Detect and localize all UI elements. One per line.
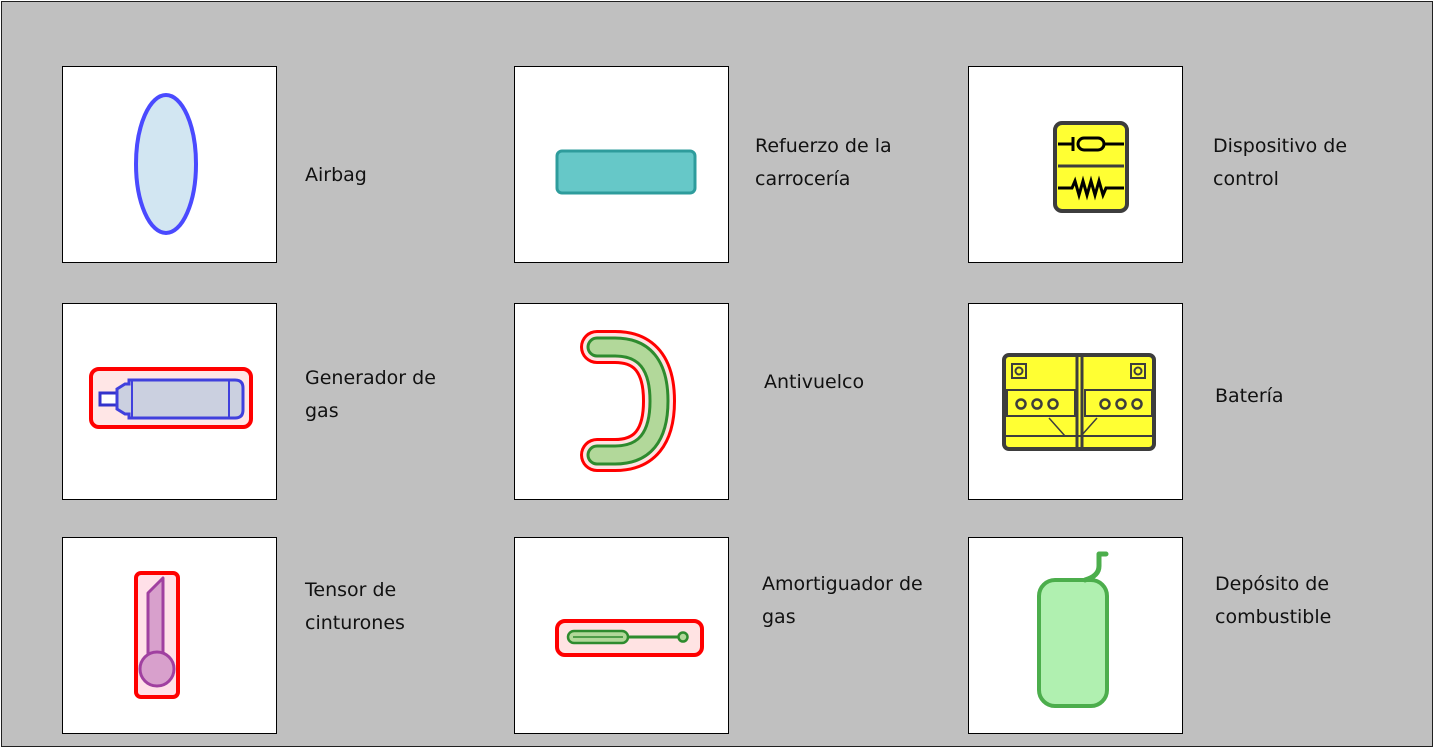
gas-generator-label: Generador de gas bbox=[305, 367, 436, 422]
body-reinforcement-icon bbox=[555, 149, 697, 195]
control-device-label: Dispositivo de control bbox=[1213, 135, 1348, 190]
control-device-box bbox=[968, 66, 1183, 263]
airbag-icon bbox=[134, 93, 198, 235]
battery-icon bbox=[1002, 353, 1156, 451]
belt-tensioner-label: Tensor de cinturones bbox=[305, 579, 405, 634]
gas-generator-box bbox=[62, 303, 277, 500]
gas-damper-label: Amortiguador de gas bbox=[762, 573, 923, 628]
belt-tensioner-icon bbox=[134, 571, 180, 699]
airbag-box bbox=[62, 66, 277, 263]
gas-damper-icon bbox=[555, 619, 704, 657]
belt-tensioner-box bbox=[62, 537, 277, 734]
gas-damper-box bbox=[514, 537, 729, 734]
airbag-label: Airbag bbox=[305, 164, 367, 186]
body-reinforcement-box bbox=[514, 66, 729, 263]
battery-box bbox=[968, 303, 1183, 500]
battery-label: Batería bbox=[1215, 385, 1284, 407]
control-device-icon bbox=[1053, 121, 1129, 213]
rollover-bar-box bbox=[514, 303, 729, 500]
rollover-bar-label: Antivuelco bbox=[764, 371, 865, 393]
fuel-tank-label: Depósito de combustible bbox=[1215, 573, 1332, 628]
fuel-tank-box bbox=[968, 537, 1183, 734]
gas-generator-icon bbox=[89, 367, 253, 429]
rollover-bar-icon bbox=[580, 330, 676, 472]
fuel-tank-icon bbox=[1037, 551, 1109, 708]
body-reinforcement-label: Refuerzo de la carrocería bbox=[755, 135, 892, 190]
